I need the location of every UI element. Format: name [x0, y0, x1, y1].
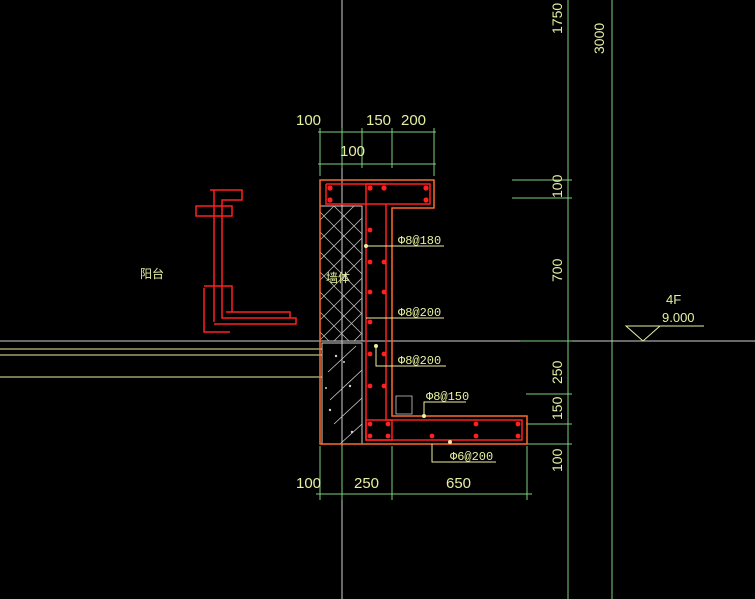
- rebar-label-5: Φ6@200: [450, 450, 493, 464]
- top-dim-2: 150: [366, 112, 391, 129]
- notch-detail: [395, 395, 413, 415]
- top-dim-3: 200: [401, 112, 426, 129]
- rebar-callouts: Φ8@180 Φ8@200 Φ8@200 Φ8@150 Φ6@200: [364, 234, 496, 464]
- level-tag: 4F: [666, 292, 681, 307]
- right-dim-1: 100: [549, 174, 565, 198]
- section-outline: [319, 179, 528, 445]
- right-dimension-chain: 100 700 250 150 100 1750 3000: [512, 3, 607, 472]
- edge-dim-3000: 3000: [591, 23, 607, 54]
- edge-dim-top: 1750: [549, 3, 565, 34]
- top-dim-1: 100: [296, 112, 321, 129]
- balcony-detail: 阳台: [140, 189, 297, 333]
- top-dimension-chain: 100 150 200 100: [296, 112, 436, 176]
- rebar-cage: [325, 183, 523, 441]
- rebar-label-1: Φ8@180: [398, 234, 441, 248]
- concrete-hatch: [321, 342, 363, 445]
- bottom-dimension-chain: 100 250 650: [296, 446, 532, 500]
- wall-label: 墙体: [326, 271, 350, 286]
- rebar-label-2: Φ8@200: [398, 306, 441, 320]
- right-dim-3: 250: [549, 360, 565, 384]
- level-marker: 4F 9.000: [624, 292, 704, 342]
- bottom-dim-2: 250: [354, 475, 379, 492]
- rebar-label-3: Φ8@200: [398, 354, 441, 368]
- level-value: 9.000: [662, 310, 695, 325]
- bottom-dim-3: 650: [446, 475, 471, 492]
- wall-hatch: 墙体: [319, 205, 363, 342]
- right-dim-5: 100: [549, 448, 565, 472]
- bottom-dim-1: 100: [296, 475, 321, 492]
- rebar-label-4: Φ8@150: [426, 390, 469, 404]
- side-label: 阳台: [140, 266, 164, 282]
- right-dim-4: 150: [549, 396, 565, 420]
- second-dim: 100: [340, 143, 365, 160]
- right-dim-2: 700: [549, 258, 565, 282]
